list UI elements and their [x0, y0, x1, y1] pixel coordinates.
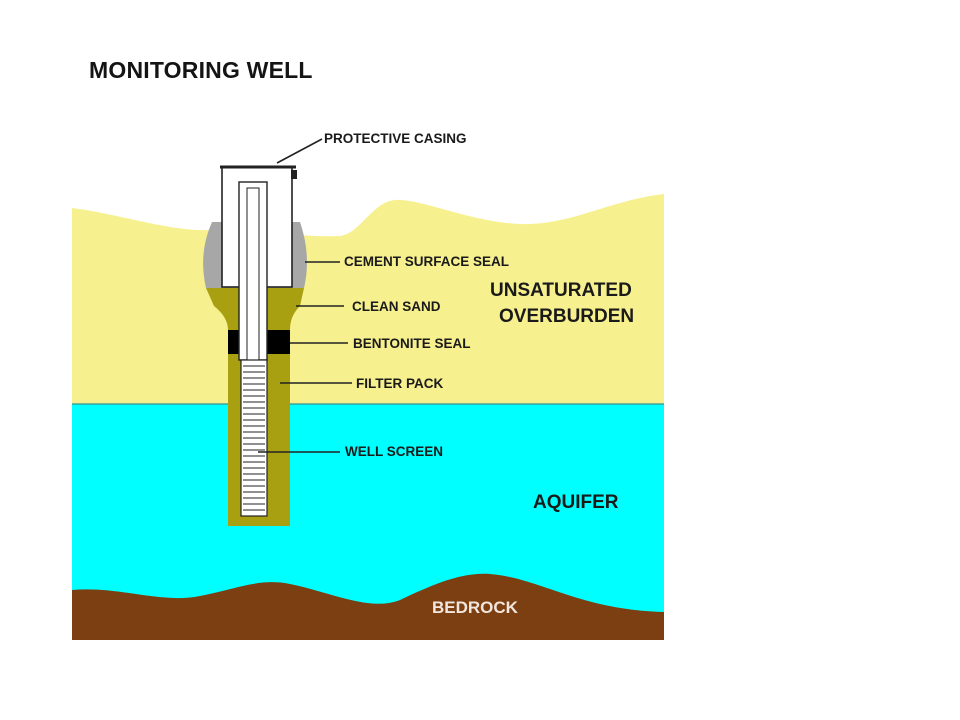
label-bentonite-seal: BENTONITE SEAL: [353, 336, 471, 351]
label-protective-casing: PROTECTIVE CASING: [324, 131, 467, 146]
page-title: MONITORING WELL: [89, 57, 313, 83]
label-cement-surface-seal: CEMENT SURFACE SEAL: [344, 254, 509, 269]
well-screen-slots: [243, 365, 265, 511]
label-well-screen: WELL SCREEN: [345, 444, 443, 459]
label-clean-sand: CLEAN SAND: [352, 299, 441, 314]
zone-bedrock: BEDROCK: [432, 598, 519, 617]
lock-icon: [291, 170, 297, 179]
label-filter-pack: FILTER PACK: [356, 376, 443, 391]
aquifer-layer: [72, 404, 664, 620]
zone-unsaturated-line2: OVERBURDEN: [499, 306, 634, 327]
zone-unsaturated-line1: UNSATURATED: [490, 280, 632, 301]
zone-aquifer: AQUIFER: [533, 492, 619, 513]
bedrock-layer: [72, 573, 664, 640]
leader-protective-casing: [276, 138, 323, 164]
well-riser-inner: [246, 187, 260, 361]
